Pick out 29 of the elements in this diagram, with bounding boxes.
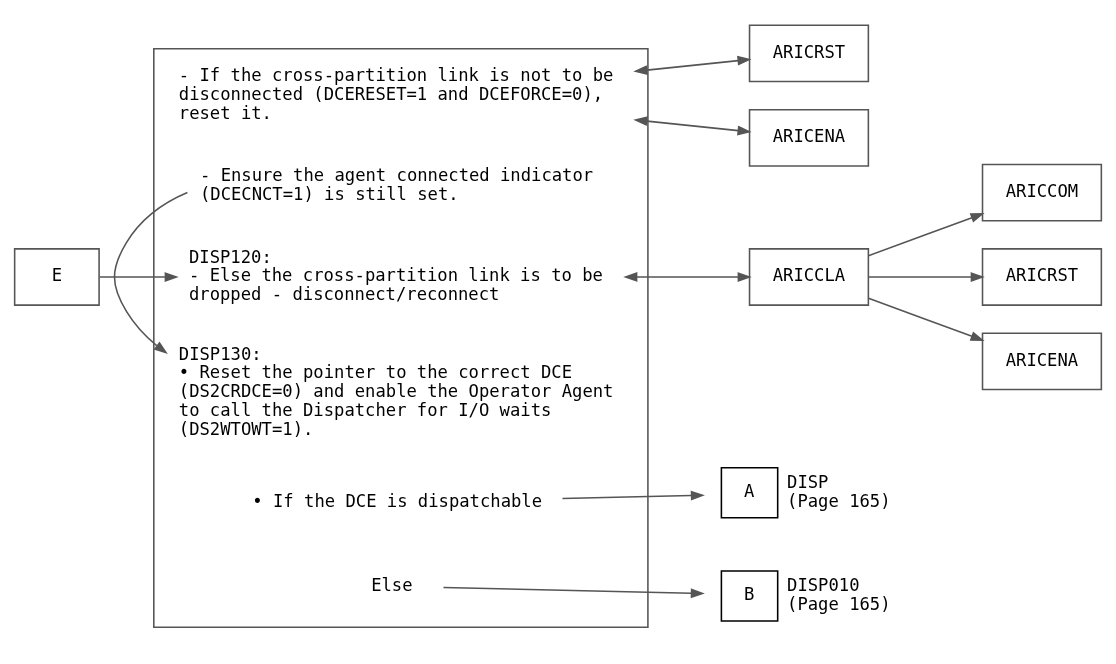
node-text: DISP120: - Else the cross-partition link is to be dropped - disconnect/reconnect — [188, 246, 603, 304]
node-box: A — [720, 466, 779, 519]
node-label: DISP — [787, 471, 829, 492]
node-box: ARICCLA — [748, 247, 870, 306]
arrow — [98, 271, 179, 282]
node-label: (Page 165) — [787, 593, 891, 614]
node-label: DISP010 — [787, 574, 860, 595]
node-box: E — [13, 247, 100, 306]
node-text: - Ensure the agent connected indicator (DCECNCT=1) is still set. — [199, 164, 594, 204]
arrow — [867, 271, 985, 282]
arrow — [442, 586, 705, 598]
arrow — [623, 271, 752, 282]
node-text: Else — [371, 574, 413, 595]
arrow — [867, 297, 985, 341]
node-label: (Page 165) — [787, 490, 891, 511]
node-text: DISP130: • Reset the pointer to the correct DCE (DS2CRDCE=0) and enable the Operator Agent to call the Dispatcher for I/O waits (DS2WTOWT=1). — [178, 343, 614, 439]
node-box: B — [720, 569, 779, 622]
node-box: ARICRST — [981, 247, 1103, 306]
node-text: • If the DCE is dispatchable — [252, 490, 543, 511]
node-box: ARICCOM — [981, 163, 1103, 221]
arrow — [561, 490, 705, 500]
node-box: ARICENA — [748, 108, 870, 167]
arrow — [633, 115, 752, 135]
node-box: ARICENA — [981, 332, 1103, 390]
arrow — [867, 212, 985, 256]
arrow — [113, 191, 189, 354]
arrow — [633, 55, 752, 75]
node-text: - If the cross-partition link is not to be disconnected (DCERESET=1 and DCEFORCE=0), reset it. — [178, 64, 614, 123]
node-box: ARICRST — [748, 23, 870, 82]
